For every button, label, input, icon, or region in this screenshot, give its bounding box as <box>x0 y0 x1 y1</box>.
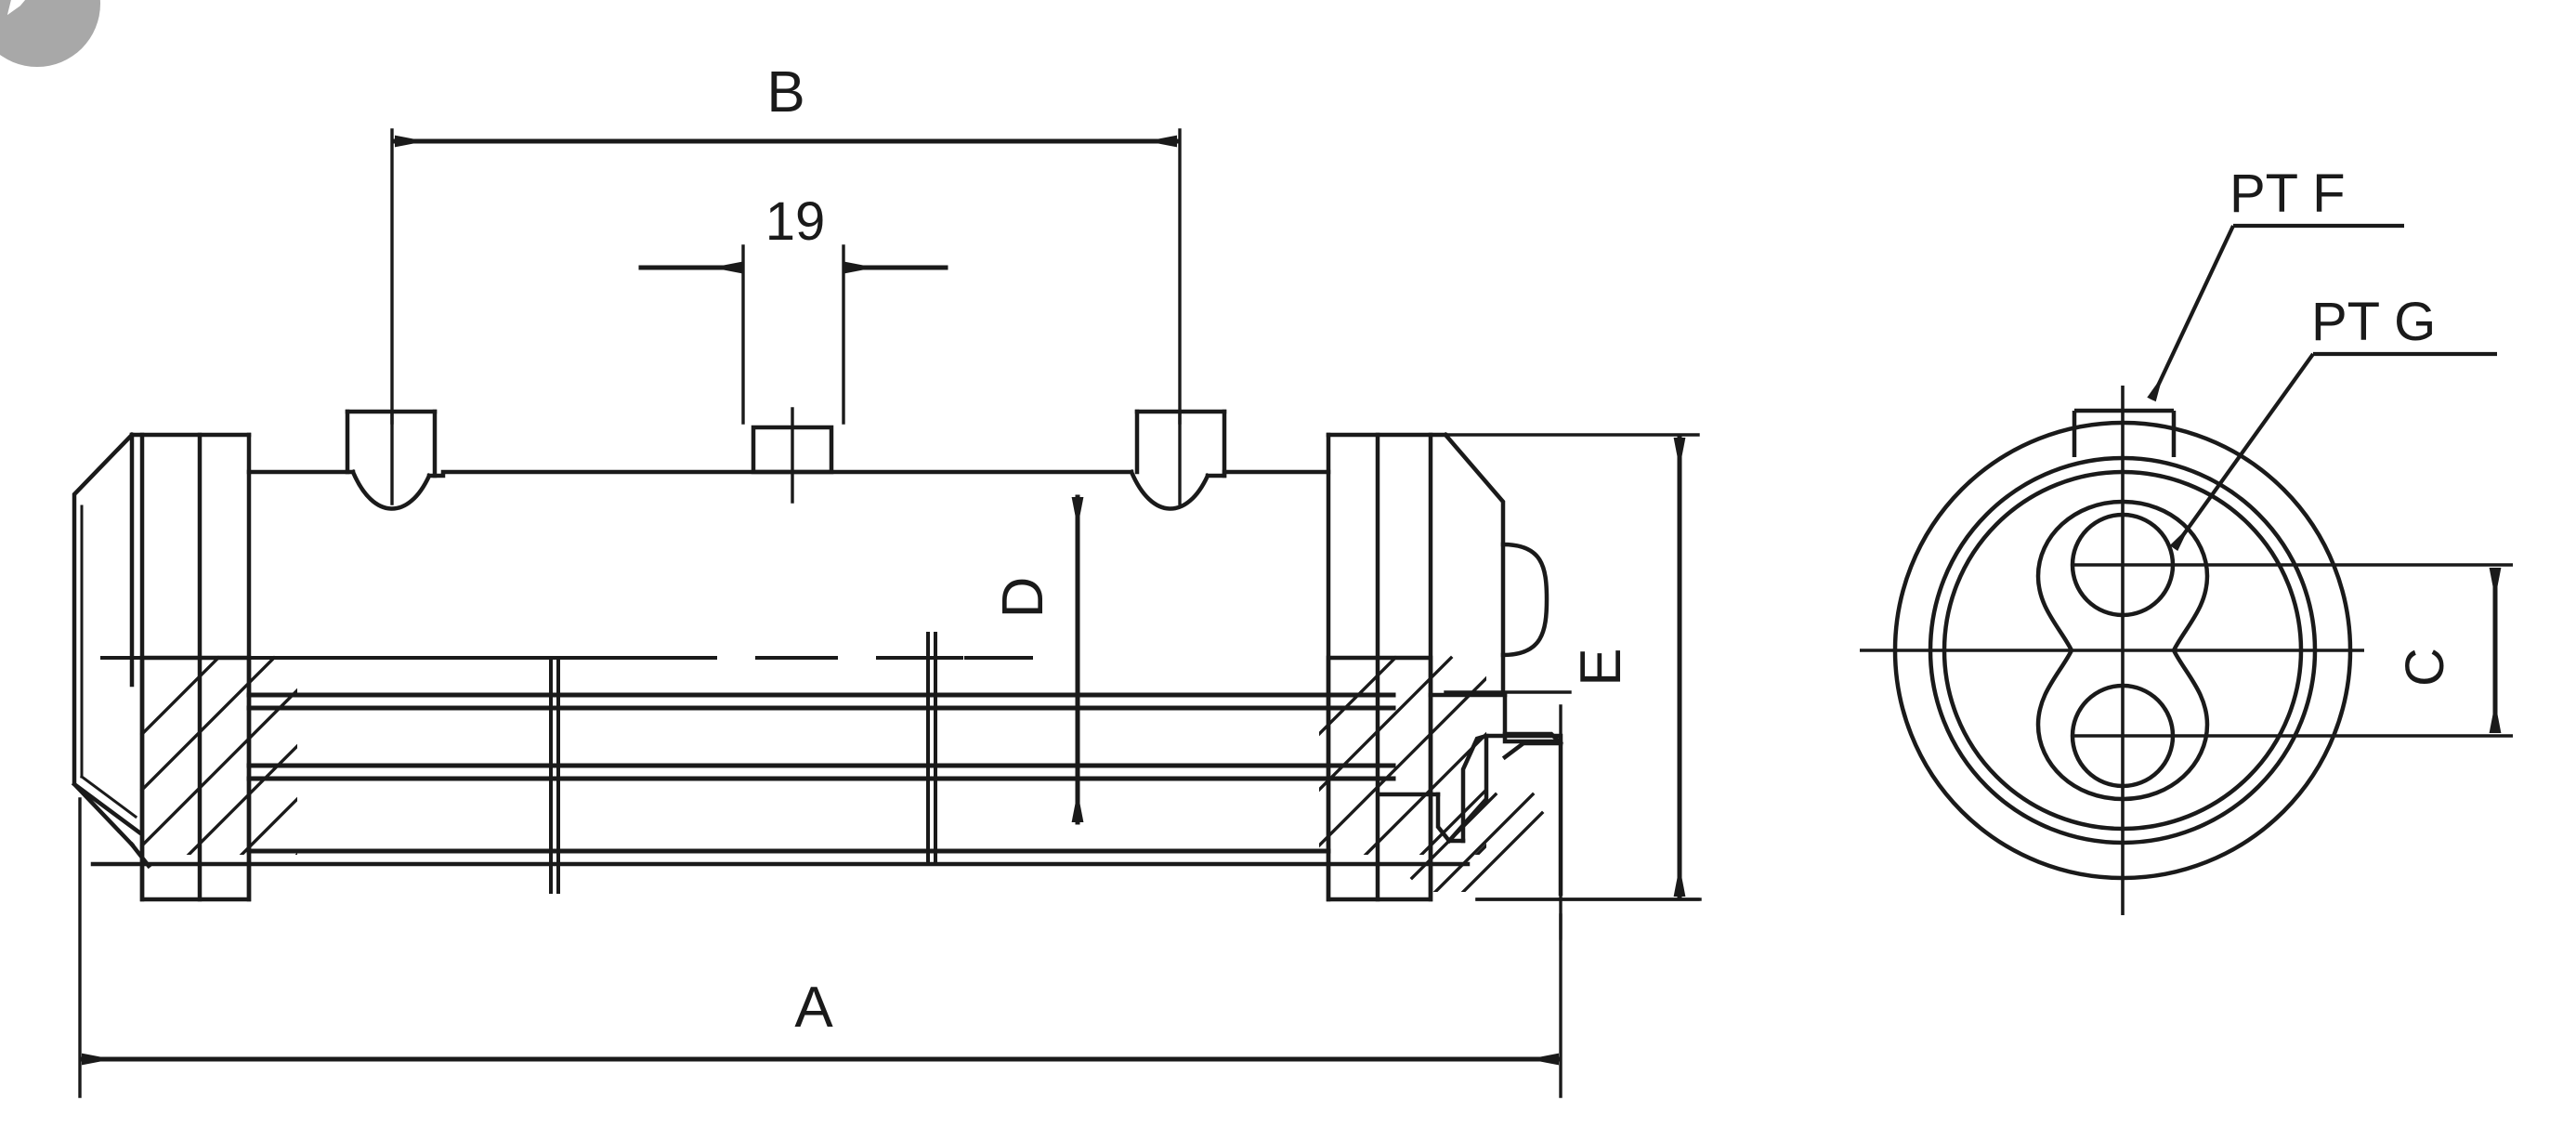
right-flange <box>1326 432 1433 902</box>
dimension-B <box>390 128 1182 425</box>
dimension-A <box>78 797 1563 1098</box>
shell-nozzle-right <box>1134 409 1227 505</box>
end-view-center-lines <box>1860 386 2513 915</box>
dimension-D-label: D <box>991 577 1055 619</box>
tube-bundle <box>90 656 1471 867</box>
dimension-A-label: A <box>794 976 833 1040</box>
callout-PT-G-leader <box>2169 351 2497 552</box>
pen-watermark-icon <box>0 0 100 67</box>
shell-nozzle-center <box>751 407 834 504</box>
section-view <box>71 128 1702 1098</box>
dimension-C-label: C <box>2395 648 2455 687</box>
callout-PT-F-label: PT F <box>2229 164 2346 224</box>
dimension-B-label: B <box>766 60 804 124</box>
end-view <box>1860 223 2513 915</box>
callout-PT-G-label: PT G <box>2311 292 2436 352</box>
dimension-19 <box>638 244 948 425</box>
callout-PT-F-leader <box>2147 223 2404 402</box>
left-end-bonnet <box>71 431 252 870</box>
dimension-E <box>1444 433 1700 901</box>
dimension-E-label: E <box>1569 648 1633 686</box>
dimension-19-label: 19 <box>765 191 826 252</box>
shell-nozzle-left <box>345 409 438 505</box>
baffle-plates <box>549 632 937 894</box>
